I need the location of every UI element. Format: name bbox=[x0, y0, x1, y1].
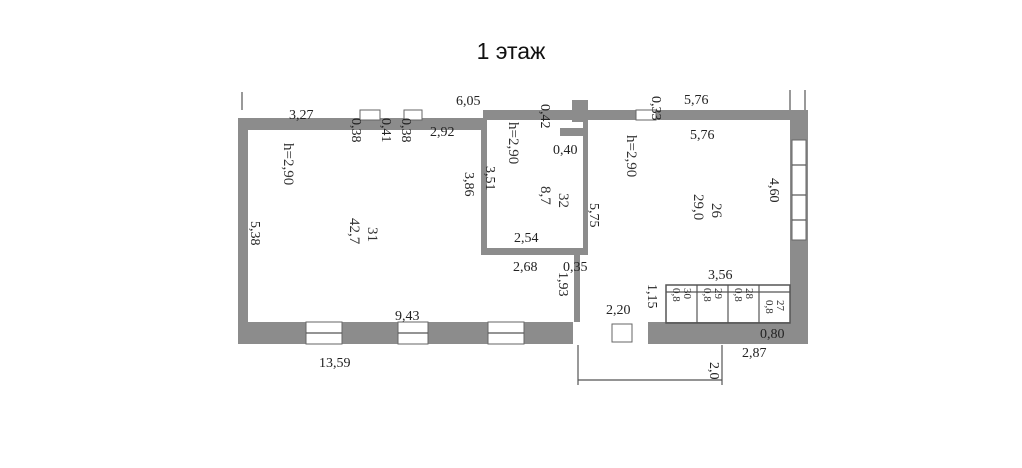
wall-bottom-right bbox=[648, 322, 808, 344]
dim-0-40: 0,40 bbox=[553, 143, 578, 158]
dim-5-75: 5,75 bbox=[586, 203, 601, 228]
partition-room32-bottom bbox=[481, 248, 588, 255]
small-room-28-number: 28 bbox=[743, 288, 755, 300]
dim-2-92: 2,92 bbox=[430, 125, 455, 140]
wall-left bbox=[238, 118, 248, 343]
small-room-27-number: 27 bbox=[774, 300, 786, 312]
height-room31: h=2,90 bbox=[280, 143, 296, 185]
dim-6-05: 6,05 bbox=[456, 94, 481, 109]
small-room-30-number: 30 bbox=[681, 288, 693, 300]
dim-0-33: 0,33 bbox=[648, 96, 663, 121]
dim-13-59: 13,59 bbox=[319, 356, 351, 371]
dim-0-80: 0,80 bbox=[760, 327, 785, 342]
dim-4-60: 4,60 bbox=[766, 178, 781, 203]
dim-2-20: 2,20 bbox=[606, 303, 631, 318]
room-26-area: 29,0 bbox=[690, 194, 706, 220]
dim-1-93: 1,93 bbox=[555, 272, 570, 297]
dim-2-87: 2,87 bbox=[742, 346, 767, 361]
window-top bbox=[403, 109, 423, 121]
partition-corridor bbox=[574, 255, 580, 322]
window-top bbox=[635, 109, 657, 121]
window-top bbox=[359, 109, 381, 121]
partition-room32-right bbox=[583, 120, 588, 255]
small-room-27-area: 0,8 bbox=[763, 300, 775, 314]
partition-room32-left bbox=[481, 120, 487, 255]
small-room-30-area: 0,8 bbox=[670, 288, 682, 302]
dim-3-27: 3,27 bbox=[289, 108, 314, 123]
dim-0-38-a: 0,38 bbox=[348, 118, 363, 143]
door-opening bbox=[611, 323, 633, 343]
dim-2-54: 2,54 bbox=[514, 231, 539, 246]
dim-3-56: 3,56 bbox=[708, 268, 733, 283]
dim-5-38: 5,38 bbox=[247, 221, 262, 246]
dim-1-15: 1,15 bbox=[644, 284, 659, 309]
partition-notch bbox=[560, 128, 586, 136]
wall-top-middle bbox=[483, 110, 588, 120]
dim-0-41: 0,41 bbox=[378, 118, 393, 143]
dim-9-43: 9,43 bbox=[395, 309, 420, 324]
room-32-number: 32 bbox=[555, 193, 571, 208]
wall-top-right bbox=[588, 110, 798, 120]
room-31-number: 31 bbox=[364, 227, 380, 242]
room-31-area: 42,7 bbox=[346, 218, 362, 245]
window-right bbox=[791, 139, 807, 241]
dim-0-35: 0,35 bbox=[563, 260, 588, 275]
dim-0-38-b: 0,38 bbox=[398, 118, 413, 143]
dim-2-0: 2,0 bbox=[706, 362, 721, 380]
wall-top-left bbox=[238, 118, 483, 130]
wall-column bbox=[572, 100, 588, 122]
room-32-area: 8,7 bbox=[537, 186, 553, 205]
dim-3-51: 3,51 bbox=[482, 166, 497, 191]
small-room-29-area: 0,8 bbox=[701, 288, 713, 302]
height-room32: h=2,90 bbox=[505, 122, 521, 164]
dim-3-86: 3,86 bbox=[461, 172, 476, 197]
height-room26: h=2,90 bbox=[623, 135, 639, 177]
small-room-29-number: 29 bbox=[712, 288, 724, 300]
dim-5-76-inner: 5,76 bbox=[690, 128, 715, 143]
dim-2-68: 2,68 bbox=[513, 260, 538, 275]
room-26-number: 26 bbox=[708, 203, 724, 219]
dim-5-76-top: 5,76 bbox=[684, 93, 709, 108]
dim-0-42: 0,42 bbox=[537, 104, 552, 129]
small-room-28-area: 0,8 bbox=[732, 288, 744, 302]
floor-title: 1 этаж bbox=[476, 38, 546, 64]
